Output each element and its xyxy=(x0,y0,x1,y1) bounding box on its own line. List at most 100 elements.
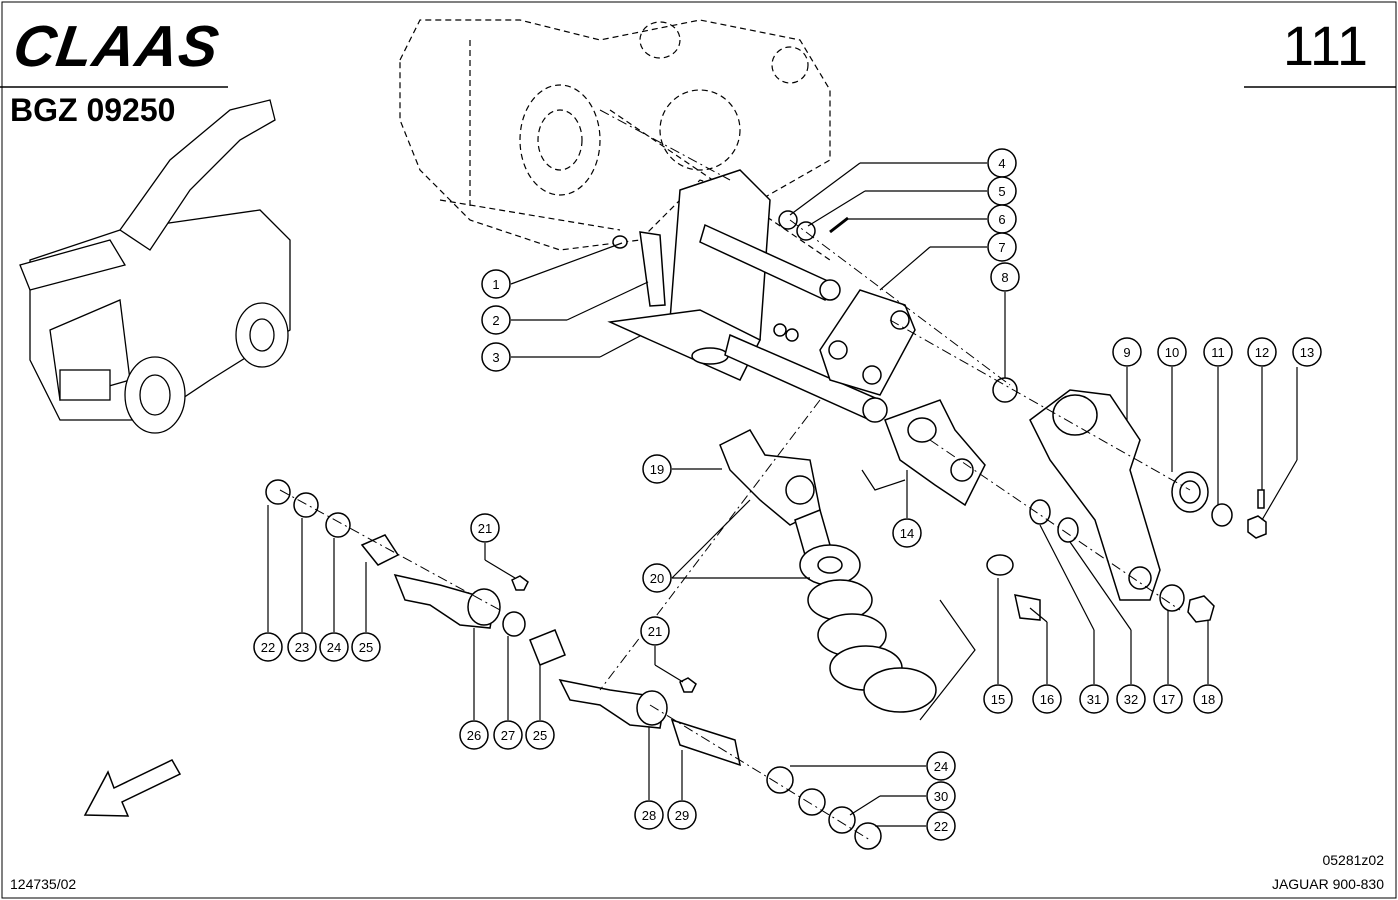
callout-label: 3 xyxy=(492,350,499,365)
callout-circle xyxy=(987,232,1017,262)
callout-circle xyxy=(1079,684,1109,714)
callout-10: 10 xyxy=(1157,337,1187,367)
callout-label: 26 xyxy=(467,728,481,743)
callout-label: 18 xyxy=(1201,692,1215,707)
callout-label: 30 xyxy=(934,789,948,804)
callout-circle xyxy=(667,800,697,830)
callout-label: 7 xyxy=(998,240,1005,255)
callout-label: 16 xyxy=(1040,692,1054,707)
callout-label: 27 xyxy=(501,728,515,743)
callout-label: 32 xyxy=(1124,692,1138,707)
callout-29: 29 xyxy=(667,800,697,830)
callout-label: 25 xyxy=(533,728,547,743)
direction-arrow xyxy=(83,759,182,817)
callout-label: 15 xyxy=(991,692,1005,707)
callout-23: 23 xyxy=(287,632,317,662)
callout-circle xyxy=(351,632,381,662)
callout-31: 31 xyxy=(1079,684,1109,714)
lower-linkage xyxy=(265,479,882,850)
callout-label: 24 xyxy=(327,640,341,655)
callout-15: 15 xyxy=(983,684,1013,714)
callout-circle xyxy=(1112,337,1142,367)
callout-20: 20 xyxy=(642,563,672,593)
callout-label: 2 xyxy=(492,313,499,328)
bracket-assembly xyxy=(607,169,1161,601)
callout-label: 22 xyxy=(934,819,948,834)
callout-circle xyxy=(481,305,511,335)
callout-circle xyxy=(990,262,1020,292)
callout-circle xyxy=(1193,684,1223,714)
callout-label: 28 xyxy=(642,808,656,823)
callout-label: 29 xyxy=(675,808,689,823)
spring-assembly xyxy=(719,429,937,713)
callout-22: 22 xyxy=(253,632,283,662)
callout-label: 4 xyxy=(998,156,1005,171)
document-number: 124735/02 xyxy=(10,876,77,892)
assembly-axes xyxy=(279,109,1191,841)
callout-25: 25 xyxy=(351,632,381,662)
callout-26: 26 xyxy=(459,720,489,750)
callout-24: 24 xyxy=(319,632,349,662)
model-name: JAGUAR 900-830 xyxy=(1271,876,1384,892)
callout-label: 20 xyxy=(650,571,664,586)
callout-circle xyxy=(1116,684,1146,714)
callout-circle xyxy=(287,632,317,662)
callout-label: 11 xyxy=(1211,345,1225,360)
callout-label: 5 xyxy=(998,184,1005,199)
callout-13: 13 xyxy=(1292,337,1322,367)
page-number: 111 xyxy=(1282,14,1368,77)
callout-14: 14 xyxy=(892,518,922,548)
callout-22: 22 xyxy=(926,811,956,841)
callout-7: 7 xyxy=(987,232,1017,262)
callout-circle xyxy=(493,720,523,750)
callout-6: 6 xyxy=(987,204,1017,234)
callout-circle xyxy=(892,518,922,548)
callout-1: 1 xyxy=(481,269,511,299)
callout-circle xyxy=(1203,337,1233,367)
callout-circle xyxy=(926,811,956,841)
callout-11: 11 xyxy=(1203,337,1233,367)
callout-circle xyxy=(481,269,511,299)
callout-label: 25 xyxy=(359,640,373,655)
callout-4: 4 xyxy=(987,148,1017,178)
callout-circle xyxy=(525,720,555,750)
callout-circle xyxy=(481,342,511,372)
callout-circle xyxy=(640,616,670,646)
callout-8: 8 xyxy=(990,262,1020,292)
callout-5: 5 xyxy=(987,176,1017,206)
callout-18: 18 xyxy=(1193,684,1223,714)
callout-label: 9 xyxy=(1123,345,1130,360)
callout-label: 1 xyxy=(492,277,499,292)
callout-circle xyxy=(642,563,672,593)
callout-circle xyxy=(319,632,349,662)
callout-21: 21 xyxy=(470,513,500,543)
callout-label: 17 xyxy=(1161,692,1175,707)
callout-30: 30 xyxy=(926,781,956,811)
callout-label: 14 xyxy=(900,526,914,541)
callout-label: 13 xyxy=(1300,345,1314,360)
callout-circle xyxy=(1247,337,1277,367)
callout-32: 32 xyxy=(1116,684,1146,714)
callout-label: 19 xyxy=(650,462,664,477)
callout-circle xyxy=(253,632,283,662)
callout-25: 25 xyxy=(525,720,555,750)
callout-label: 6 xyxy=(998,212,1005,227)
callout-label: 21 xyxy=(478,521,492,536)
callout-circle xyxy=(926,751,956,781)
callout-3: 3 xyxy=(481,342,511,372)
group-code: BGZ 09250 xyxy=(10,92,176,128)
callout-circle xyxy=(642,454,672,484)
harvester-thumbnail xyxy=(19,99,291,434)
callout-17: 17 xyxy=(1153,684,1183,714)
callout-21: 21 xyxy=(640,616,670,646)
callout-16: 16 xyxy=(1032,684,1062,714)
callout-27: 27 xyxy=(493,720,523,750)
callout-24: 24 xyxy=(926,751,956,781)
callout-label: 22 xyxy=(261,640,275,655)
callout-9: 9 xyxy=(1112,337,1142,367)
callout-circle xyxy=(926,781,956,811)
callout-circle xyxy=(1157,337,1187,367)
callout-circle xyxy=(1292,337,1322,367)
